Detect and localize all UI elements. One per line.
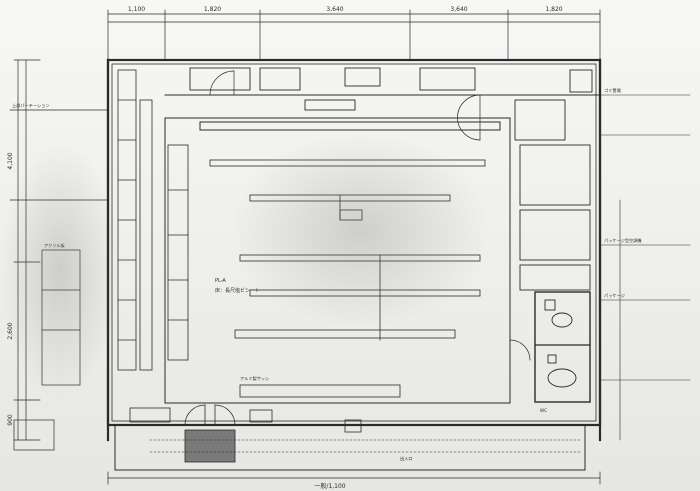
lead-left-mid: アクリル板 xyxy=(44,242,66,249)
floor-plan-tag: PL-A xyxy=(215,278,226,284)
bottom-dimension-label: 一般/1,100 xyxy=(314,482,345,490)
left-exterior xyxy=(9,109,109,451)
left-dimension-0: 4,100 xyxy=(7,152,14,169)
floor-material-note: 床：長尺塩ビシート xyxy=(215,287,260,294)
backroom xyxy=(164,67,511,141)
dimension-lines xyxy=(13,9,601,485)
top-dimension-2: 3,640 xyxy=(326,6,343,13)
top-dimension-3: 3,640 xyxy=(450,6,467,13)
wc-label: WC xyxy=(540,408,547,413)
top-dimension-labels: 1,100 1,820 3,640 3,640 1,820 xyxy=(128,6,563,13)
building-walls xyxy=(106,58,602,442)
right-exterior xyxy=(599,94,691,441)
left-dimension-2: 900 xyxy=(7,414,14,426)
service-rooms xyxy=(509,69,601,403)
top-dimension-0: 1,100 xyxy=(128,6,145,13)
left-dimension-1: 2,600 xyxy=(7,322,14,339)
lead-left-upper: 上部パーテーション xyxy=(12,102,50,109)
sales-floor xyxy=(164,117,511,404)
gondola-shelves xyxy=(209,159,486,398)
left-dimension-labels: 4,100 2,600 900 xyxy=(7,152,14,425)
top-dimension-1: 1,820 xyxy=(204,6,221,13)
lead-right-lower: パッケージ xyxy=(604,292,625,298)
lead-right-mid: パッケージ型空調機 xyxy=(604,237,642,244)
storefront xyxy=(114,404,586,471)
lead-bottom: アルミ製サッシ xyxy=(240,375,269,382)
lead-top-right: ゴミ置場 xyxy=(604,87,622,94)
top-dimension-4: 1,820 xyxy=(545,6,562,13)
lead-bottom-right: 出入口 xyxy=(400,455,413,462)
left-shelving xyxy=(117,69,189,371)
